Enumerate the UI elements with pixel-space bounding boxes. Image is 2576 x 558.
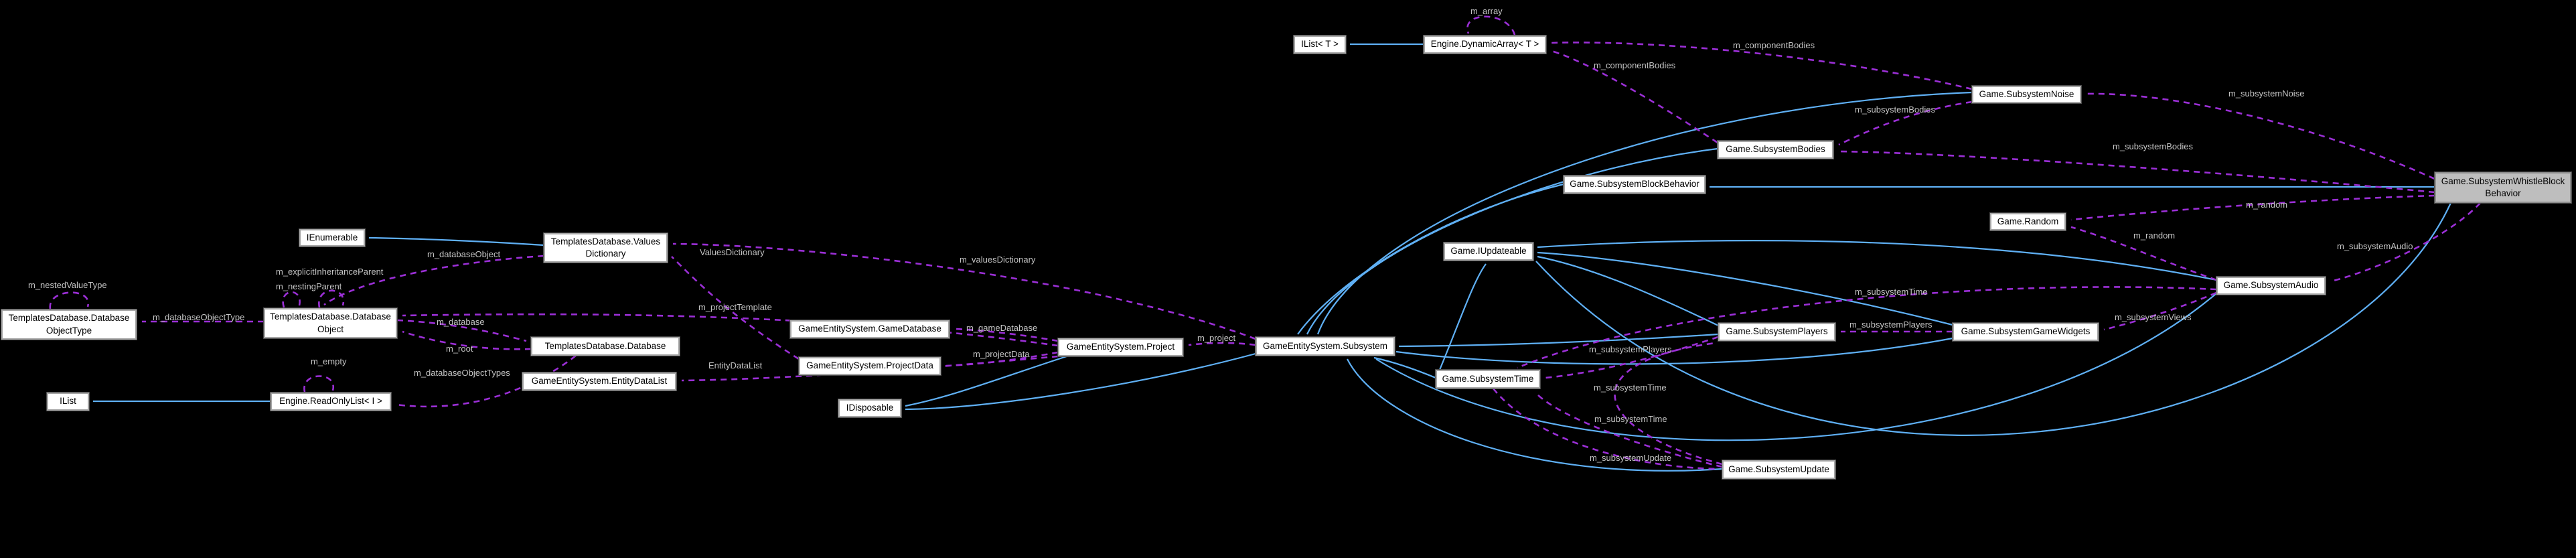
class-node-subsystembodies[interactable]: Game.SubsystemBodies	[1717, 140, 1834, 159]
edge-label-m_random: m_random	[2246, 200, 2288, 210]
edge-label-m_subsystemNoise: m_subsystemNoise	[2228, 88, 2305, 98]
class-node-ilist[interactable]: IList	[46, 392, 90, 411]
edge-label-m_subsystemPlayers: m_subsystemPlayers	[1589, 344, 1672, 354]
edge-usage-database-to-databaseobject	[402, 330, 532, 350]
edge-inherit-subsystemtime-to-iupdateable	[1438, 263, 1487, 370]
edge-label-ValuesDictionary: ValuesDictionary	[700, 247, 765, 257]
edge-label-m_componentBodies: m_componentBodies	[1733, 40, 1815, 50]
edge-inherit-subsystemgamewidgets-to-iupdateable	[1537, 251, 1953, 326]
edge-inherit-subsystemplayers-to-iupdateable	[1537, 255, 1719, 326]
edge-usage-project-to-gamedatabase	[954, 328, 1059, 342]
edge-usage-databaseobject-to-databaseobject	[318, 289, 345, 308]
class-node-subsystemblockbehavior[interactable]: Game.SubsystemBlockBehavior	[1563, 175, 1706, 194]
edge-label-m_subsystemBodies: m_subsystemBodies	[1855, 104, 1935, 115]
class-node-subsystemtime[interactable]: Game.SubsystemTime	[1435, 369, 1541, 389]
class-node-ilist-t[interactable]: IList< T >	[1293, 35, 1347, 54]
edge-inherit-subsystem-to-idisposable	[905, 352, 1256, 411]
edge-usage-subsystemtime-to-subsystemupdate	[1492, 388, 1718, 470]
edge-label-m_projectData: m_projectData	[973, 349, 1030, 359]
edge-usage-subsystem-to-project	[1188, 342, 1256, 346]
edge-inherit-subsystemnoise-to-subsystem	[1316, 91, 1973, 335]
edge-usage-subsystemwhistleblockbehavior-to-subsystemnoise	[2086, 92, 2435, 180]
edge-label-m_nestingParent: m_nestingParent	[276, 281, 342, 291]
edge-usage-subsystemaudio-to-subsystemtime	[1517, 286, 2217, 369]
edge-inherit-subsystemgamewidgets-to-subsystem	[1395, 337, 1953, 365]
class-node-subsystem[interactable]: GameEntitySystem.Subsystem	[1255, 336, 1395, 356]
edge-inherit-subsystemwhistleblockbehavior-to-iupdateable	[1535, 202, 2451, 436]
class-node-readonlylist[interactable]: Engine.ReadOnlyList< I >	[270, 392, 392, 411]
edge-inherit-subsystemupdate-to-subsystem	[1347, 358, 1723, 472]
edge-label-m_subsystemViews: m_subsystemViews	[2115, 312, 2192, 322]
edge-label-m_root: m_root	[446, 344, 473, 354]
class-node-databaseobjecttype[interactable]: TemplatesDatabase.Database ObjectType	[1, 309, 137, 340]
edge-usage-subsystemupdate-to-subsystemtime	[1535, 392, 1723, 468]
edge-usage-subsystemaudio-to-subsystemgamewidgets	[2103, 291, 2217, 331]
edge-label-m_gameDatabase: m_gameDatabase	[966, 323, 1038, 333]
edge-usage-subsystembodies-to-dynamicarray	[1551, 50, 1718, 144]
edge-label-m_databaseObject: m_databaseObject	[427, 249, 501, 259]
edge-label-m_subsystemTime: m_subsystemTime	[1855, 287, 1928, 297]
class-node-entitydatalist[interactable]: GameEntitySystem.EntityDataList	[522, 372, 677, 391]
edge-label-m_explicitInheritanceParent: m_explicitInheritanceParent	[276, 267, 384, 277]
edge-label-m_projectTemplate: m_projectTemplate	[698, 302, 772, 312]
edge-usage-projectdata-to-valuesdictionary	[671, 256, 800, 360]
edge-label-m_subsystemUpdate: m_subsystemUpdate	[1590, 453, 1672, 463]
class-node-iupdateable[interactable]: Game.IUpdateable	[1443, 242, 1534, 261]
edge-usage-subsystem-to-valuesdictionary	[672, 242, 1256, 340]
edge-usage-subsystemnoise-to-subsystembodies	[1838, 100, 1973, 146]
edge-usage-readonlylist-to-readonlylist	[303, 375, 334, 393]
edge-label-m_nestedValueType: m_nestedValueType	[28, 280, 107, 290]
edge-inherit-subsystemblockbehavior-to-subsystem	[1297, 183, 1564, 335]
edge-inherit-valuesdictionary-to-ienumerable	[368, 236, 544, 247]
class-node-subsystemplayers[interactable]: Game.SubsystemPlayers	[1718, 322, 1836, 342]
edge-label-m_subsystemAudio: m_subsystemAudio	[2337, 241, 2413, 251]
edge-inherit-subsystembodies-to-subsystem	[1306, 147, 1718, 335]
edge-label-m_array: m_array	[1470, 6, 1503, 16]
edge-label-m_subsystemTime: m_subsystemTime	[1594, 382, 1667, 393]
edge-label-m_subsystemBodies: m_subsystemBodies	[2113, 141, 2193, 151]
edge-label-m_subsystemTime: m_subsystemTime	[1594, 414, 1667, 424]
class-node-subsystemnoise[interactable]: Game.SubsystemNoise	[1971, 85, 2082, 104]
edge-inherit-subsystemtime-to-subsystem	[1373, 356, 1436, 379]
edge-label-m_subsystemPlayers: m_subsystemPlayers	[1849, 320, 1933, 330]
edge-label-m_database: m_database	[437, 317, 485, 327]
edge-usage-subsystemwhistleblockbehavior-to-random	[2070, 194, 2435, 221]
edge-label-EntityDataList: EntityDataList	[708, 360, 763, 370]
class-node-dynamicarray[interactable]: Engine.DynamicArray< T >	[1423, 35, 1547, 54]
edge-label-m_databaseObjectType: m_databaseObjectType	[153, 312, 245, 322]
edge-inherit-project-to-idisposable	[905, 355, 1067, 407]
class-node-project[interactable]: GameEntitySystem.Project	[1057, 338, 1184, 357]
class-node-subsystemwhistleblockbehavior[interactable]: Game.SubsystemWhistleBlock Behavior	[2434, 171, 2572, 204]
class-node-subsystemupdate[interactable]: Game.SubsystemUpdate	[1722, 460, 1836, 480]
edge-usage-databaseobjecttype-to-databaseobjecttype	[49, 291, 89, 309]
class-node-idisposable[interactable]: IDisposable	[838, 399, 902, 418]
edge-inherit-subsystemaudio-to-iupdateable	[1537, 240, 2217, 281]
edge-label-m_random: m_random	[2133, 230, 2176, 240]
class-node-valuesdictionary[interactable]: TemplatesDatabase.Values Dictionary	[543, 232, 668, 263]
edge-label-m_valuesDictionary: m_valuesDictionary	[960, 255, 1036, 265]
edge-inherit-subsystemplayers-to-subsystem	[1398, 333, 1719, 348]
edge-usage-subsystemwhistleblockbehavior-to-subsystemaudio	[2330, 202, 2481, 283]
class-node-database[interactable]: TemplatesDatabase.Database	[530, 336, 680, 356]
class-node-subsystemgamewidgets[interactable]: Game.SubsystemGameWidgets	[1952, 322, 2099, 342]
edge-label-m_project: m_project	[1197, 333, 1236, 343]
edge-label-m_empty: m_empty	[311, 356, 347, 366]
edge-usage-subsystemnoise-to-dynamicarray	[1551, 42, 1973, 90]
edge-usage-subsystemplayers-to-subsystemtime	[1545, 336, 1719, 379]
edge-label-m_databaseObjectTypes: m_databaseObjectTypes	[414, 368, 510, 378]
class-node-gamedatabase[interactable]: GameEntitySystem.GameDatabase	[789, 320, 950, 339]
edge-usage-valuesdictionary-to-databaseobject	[323, 255, 544, 306]
edge-usage-databaseobject-to-databaseobject	[282, 291, 301, 308]
class-node-projectdata[interactable]: GameEntitySystem.ProjectData	[798, 356, 941, 376]
class-node-databaseobject[interactable]: TemplatesDatabase.Database Object	[263, 307, 398, 339]
class-node-subsystemaudio[interactable]: Game.SubsystemAudio	[2216, 276, 2326, 295]
edge-label-m_componentBodies: m_componentBodies	[1594, 60, 1676, 70]
class-node-ienumerable[interactable]: IEnumerable	[299, 228, 366, 247]
edge-usage-subsystemupdate-to-subsystemplayers	[1614, 342, 1723, 466]
edge-inherit-subsystemaudio-to-subsystem	[1375, 293, 2217, 441]
edge-usage-dynamicarray-to-dynamicarray	[1466, 15, 1516, 36]
class-node-random[interactable]: Game.Random	[1989, 212, 2066, 231]
edge-usage-subsystemwhistleblockbehavior-to-subsystembodies	[1838, 150, 2435, 194]
